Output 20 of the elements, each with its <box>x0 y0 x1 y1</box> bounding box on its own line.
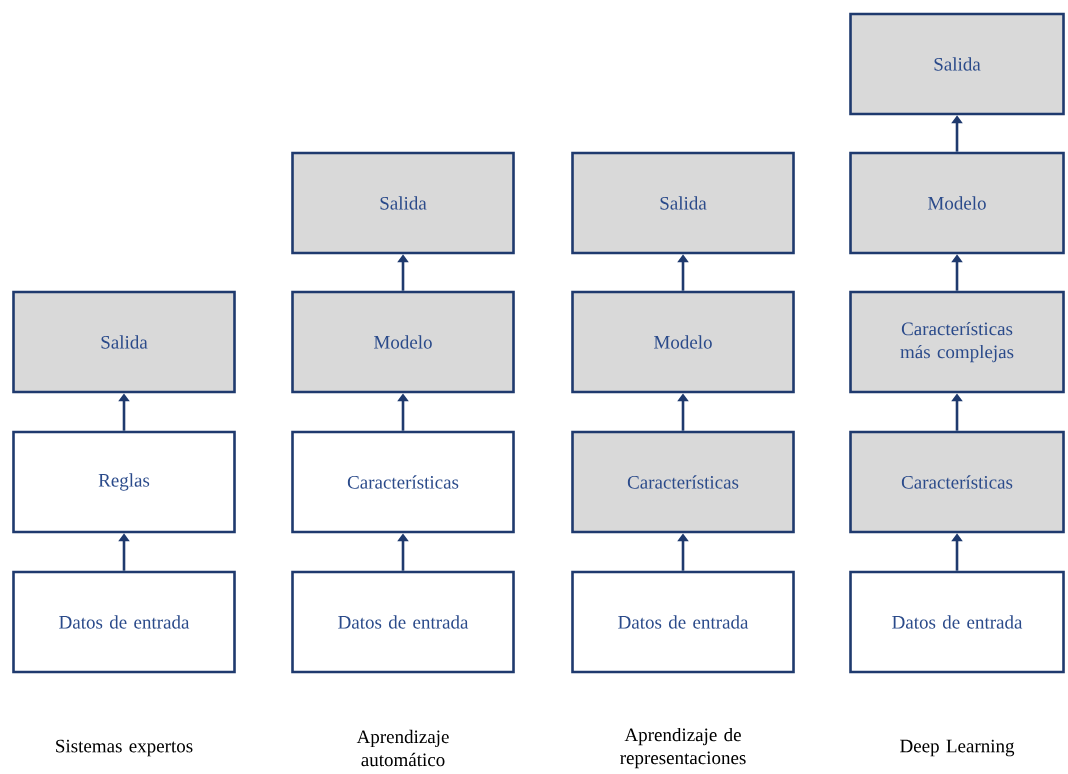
process-box: Características <box>571 430 795 534</box>
process-box: Datos de entrada <box>571 570 795 674</box>
column-caption: Aprendizaje automático <box>356 729 449 767</box>
process-box: Datos de entrada <box>291 570 515 674</box>
process-box: Salida <box>849 12 1065 116</box>
process-box: Modelo <box>291 290 515 394</box>
process-box: Modelo <box>571 290 795 394</box>
process-box: Características <box>849 430 1065 534</box>
process-box: Datos de entrada <box>12 570 236 674</box>
process-box: Datos de entrada <box>849 570 1065 674</box>
process-box: Salida <box>571 151 795 255</box>
column-caption: Aprendizaje de representaciones <box>620 727 746 769</box>
column-caption: Sistemas expertos <box>56 739 193 757</box>
column-caption: Deep Learning <box>900 739 1015 757</box>
process-box: Reglas <box>12 430 236 534</box>
process-box: Salida <box>12 290 236 394</box>
process-box: Características <box>291 430 515 534</box>
process-box: Modelo <box>849 151 1065 255</box>
process-box: Salida <box>291 151 515 255</box>
process-box: Características más complejas <box>849 290 1065 394</box>
